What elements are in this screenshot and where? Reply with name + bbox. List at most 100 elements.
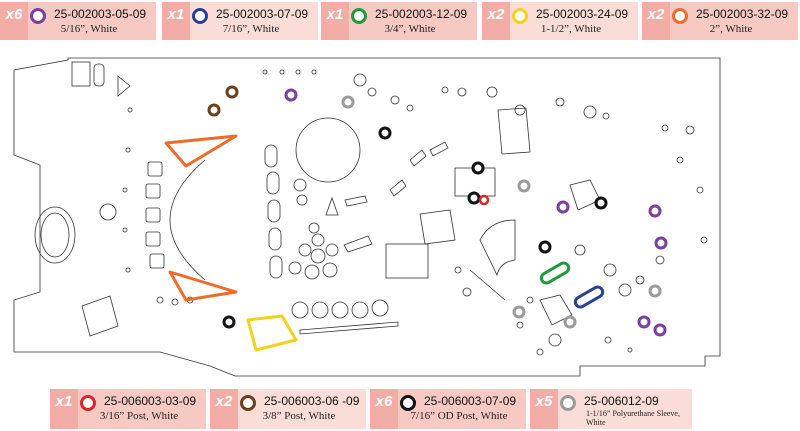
part-description: 2”, White bbox=[709, 23, 753, 35]
part-description: 3/4”, White bbox=[384, 23, 436, 35]
insert-circle bbox=[457, 87, 467, 97]
insert-circle bbox=[293, 178, 307, 192]
legend-item-red: x1 25-006003-03-09 3/16” Post, White bbox=[50, 389, 206, 429]
quantity-label: x5 bbox=[530, 389, 558, 429]
right-rectangle bbox=[497, 107, 531, 155]
insert-circle bbox=[635, 275, 645, 285]
insert-circle bbox=[351, 301, 369, 319]
purple-ring bbox=[556, 200, 570, 214]
ring-swatch-green bbox=[351, 8, 367, 24]
black-post bbox=[378, 126, 392, 140]
insert-circle bbox=[390, 95, 400, 105]
grey-sleeve bbox=[563, 315, 577, 329]
insert-dot bbox=[156, 296, 164, 304]
top-left-slot bbox=[93, 63, 105, 87]
insert-circle bbox=[618, 283, 632, 297]
insert-dot bbox=[125, 147, 131, 153]
part-number: 25-006003-06 -09 bbox=[264, 394, 360, 408]
black-post bbox=[538, 240, 552, 254]
part-number: 25-006003-07-09 bbox=[424, 394, 517, 408]
insert-dot bbox=[171, 298, 179, 306]
arrow-insert bbox=[429, 141, 449, 157]
orange-rubber-upper bbox=[164, 134, 238, 168]
quantity-label: x1 bbox=[162, 2, 190, 40]
insert-dot bbox=[127, 107, 133, 113]
insert-circle bbox=[367, 87, 377, 97]
black-post bbox=[471, 161, 485, 175]
part-description: 7/16” OD Post, White bbox=[410, 410, 508, 422]
yellow-rubber bbox=[246, 314, 298, 352]
grey-sleeve bbox=[517, 179, 531, 193]
grey-sleeve bbox=[341, 95, 355, 109]
insert-circle bbox=[99, 203, 117, 221]
part-description: 1-1/16” Polyurethane Sleeve, White bbox=[586, 409, 680, 427]
insert-circle bbox=[655, 255, 665, 265]
quantity-label: x2 bbox=[482, 2, 510, 40]
insert-circle bbox=[441, 86, 449, 94]
lower-lane bbox=[299, 321, 399, 335]
insert-circle bbox=[406, 104, 414, 112]
left-oval-inner bbox=[40, 212, 70, 258]
part-number: 25-002003-07-09 bbox=[216, 7, 309, 21]
green-rubber bbox=[539, 261, 571, 285]
quantity-label: x2 bbox=[210, 389, 238, 429]
center-rectangle-angled bbox=[419, 209, 456, 245]
insert-circle bbox=[371, 299, 389, 317]
insert-circle bbox=[676, 156, 684, 164]
legend-item-green: x1 25-002003-12-09 3/4”, White bbox=[321, 2, 477, 40]
grey-sleeve bbox=[648, 284, 662, 298]
ring-swatch-purple bbox=[30, 8, 46, 24]
part-number: 25-006003-03-09 bbox=[104, 394, 197, 408]
insert-circle bbox=[602, 112, 610, 120]
insert-dot bbox=[311, 69, 317, 75]
ring-swatch-grey bbox=[560, 395, 576, 411]
black-post bbox=[467, 191, 481, 205]
insert-dot bbox=[122, 227, 128, 233]
black-post bbox=[222, 315, 236, 329]
ring-swatch-yellow bbox=[512, 8, 528, 24]
purple-ring bbox=[648, 204, 662, 218]
part-description: 7/16”, White bbox=[222, 23, 280, 35]
orange-rubber-lower bbox=[168, 270, 238, 302]
insert bbox=[149, 253, 165, 269]
ring-swatch-orange bbox=[672, 8, 688, 24]
insert-circle bbox=[696, 186, 704, 194]
insert-dot bbox=[262, 69, 268, 75]
top-left-tab bbox=[117, 75, 131, 97]
quantity-label: x1 bbox=[50, 389, 78, 429]
arrow-insert bbox=[344, 195, 368, 207]
insert-lane bbox=[267, 199, 281, 223]
part-number: 25-006012-09 bbox=[584, 394, 659, 408]
playfield-outline bbox=[13, 57, 721, 377]
insert-circle bbox=[310, 248, 326, 264]
insert-circle bbox=[514, 104, 526, 116]
purple-ring bbox=[654, 236, 668, 250]
arrow-insert bbox=[409, 149, 427, 167]
center-rectangle bbox=[385, 243, 429, 279]
quantity-label: x6 bbox=[0, 2, 28, 40]
insert-circle bbox=[311, 233, 325, 247]
insert-circle bbox=[548, 333, 562, 347]
insert-dot bbox=[279, 69, 285, 75]
purple-ring bbox=[284, 88, 298, 102]
ring-swatch-blue bbox=[192, 8, 208, 24]
insert-circle bbox=[454, 266, 462, 274]
part-number: 25-002003-12-09 bbox=[375, 7, 468, 21]
insert bbox=[145, 231, 161, 247]
insert-circle bbox=[296, 194, 308, 206]
legend-item-purple: x6 25-002003-05-09 5/16”, White bbox=[0, 2, 156, 40]
insert-circle bbox=[308, 222, 320, 234]
insert-circle bbox=[291, 301, 309, 319]
grey-sleeve bbox=[512, 305, 526, 319]
insert bbox=[145, 207, 161, 223]
insert-lane bbox=[266, 171, 280, 195]
part-number: 25-002003-05-09 bbox=[54, 7, 147, 21]
arrow-insert bbox=[325, 196, 339, 216]
blue-rubber bbox=[573, 285, 605, 309]
insert-circle bbox=[685, 125, 695, 135]
purple-ring bbox=[653, 323, 667, 337]
insert-circle bbox=[462, 287, 472, 297]
purple-ring bbox=[637, 315, 651, 329]
legend-item-brown: x2 25-006003-06 -09 3/8” Post, White bbox=[210, 389, 366, 429]
